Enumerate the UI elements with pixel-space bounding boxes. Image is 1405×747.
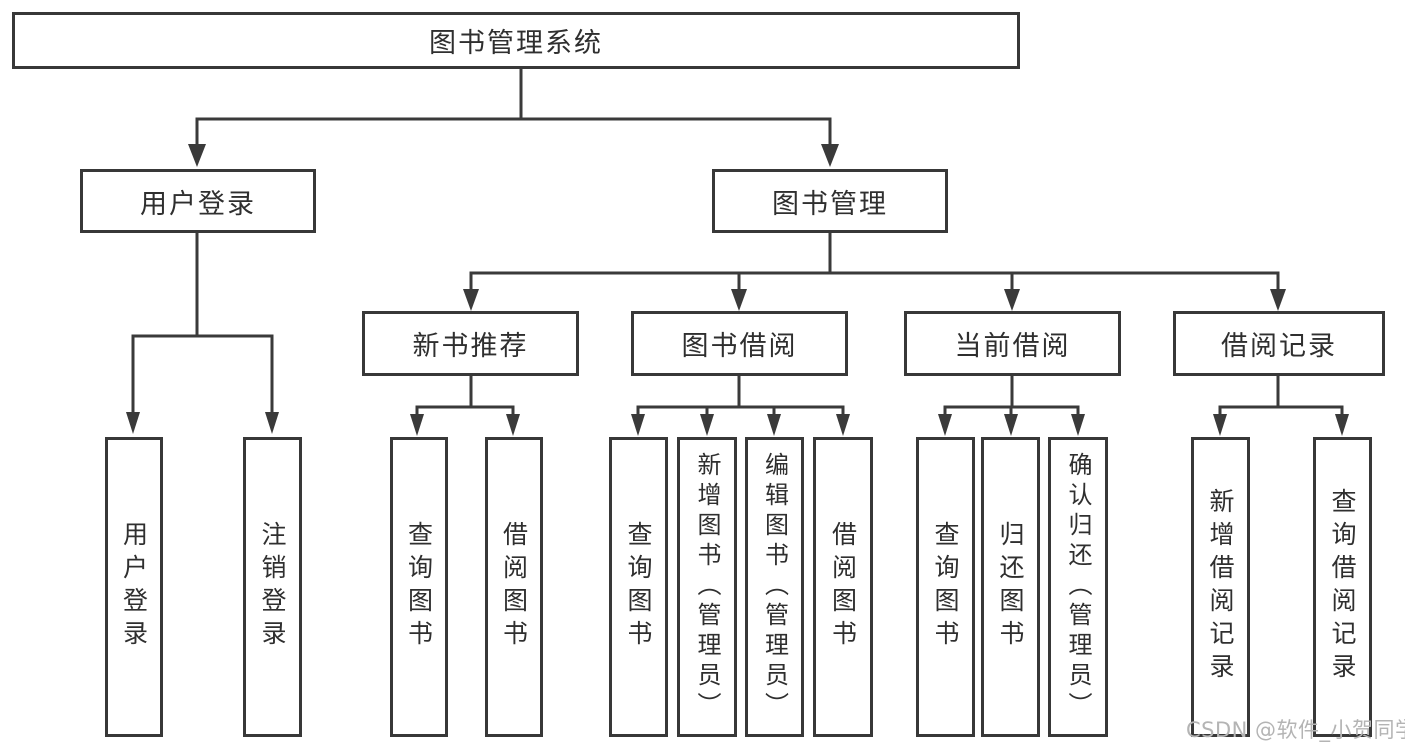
node-label: 注销登录: [258, 521, 287, 653]
connector-book-management-children: [463, 233, 1286, 311]
node-leaf-logout: 注销登录: [243, 437, 302, 737]
node-leaf-query-books-borrowing: 查询图书: [609, 437, 668, 737]
connector-book-borrowing-children: [631, 376, 850, 436]
node-leaf-borrow-books-recommend: 借阅图书: [485, 437, 543, 737]
node-label: 新增借阅记录: [1206, 488, 1235, 686]
node-leaf-query-books-current: 查询图书: [916, 437, 975, 737]
node-label: 新书推荐: [412, 331, 529, 362]
node-label: 归还图书: [996, 521, 1025, 653]
connector-root-to-level2: [188, 68, 839, 167]
node-leaf-query-borrow-record: 查询借阅记录: [1313, 437, 1372, 737]
node-label: 图书管理系统: [429, 28, 603, 59]
node-label: 确认归还（管理员）: [1064, 452, 1092, 722]
node-leaf-add-borrow-record: 新增借阅记录: [1191, 437, 1250, 737]
node-book-borrowing: 图书借阅: [631, 311, 848, 376]
node-user-login: 用户登录: [80, 169, 316, 233]
node-leaf-return-books: 归还图书: [981, 437, 1040, 737]
node-leaf-edit-books-admin: 编辑图书（管理员）: [745, 437, 804, 737]
node-leaf-confirm-return-admin: 确认归还（管理员）: [1048, 437, 1108, 737]
node-leaf-borrow-books: 借阅图书: [813, 437, 873, 737]
node-leaf-query-books-recommend: 查询图书: [390, 437, 448, 737]
node-new-book-recommend: 新书推荐: [362, 311, 579, 376]
node-book-management: 图书管理: [712, 169, 948, 233]
node-label: 借阅图书: [499, 521, 529, 653]
node-label: 用户登录: [119, 521, 149, 653]
node-label: 借阅记录: [1221, 331, 1337, 362]
node-label: 新增图书（管理员）: [693, 452, 721, 722]
node-label: 查询图书: [624, 521, 653, 653]
node-label: 用户登录: [140, 188, 256, 220]
node-leaf-add-books-admin: 新增图书（管理员）: [677, 437, 737, 737]
node-label: 编辑图书（管理员）: [760, 452, 789, 722]
node-label: 查询图书: [404, 521, 434, 653]
node-label: 当前借阅: [954, 331, 1071, 362]
node-borrowing-records: 借阅记录: [1173, 311, 1385, 376]
connector-borrowing-records-children: [1213, 376, 1349, 436]
connector-new-book-recommend-children: [410, 376, 520, 436]
node-current-borrowing: 当前借阅: [904, 311, 1121, 376]
connector-current-borrowing-children: [938, 376, 1085, 436]
node-label: 图书借阅: [681, 331, 798, 362]
node-label: 借阅图书: [828, 521, 858, 653]
node-library-management-system: 图书管理系统: [12, 12, 1020, 69]
node-label: 查询图书: [931, 521, 960, 653]
csdn-watermark: CSDN @软件_小贺同学: [1186, 718, 1405, 742]
connector-user-login-children: [126, 233, 279, 434]
node-label: 查询借阅记录: [1328, 488, 1357, 686]
node-leaf-user-login: 用户登录: [105, 437, 163, 737]
node-label: 图书管理: [772, 188, 888, 220]
